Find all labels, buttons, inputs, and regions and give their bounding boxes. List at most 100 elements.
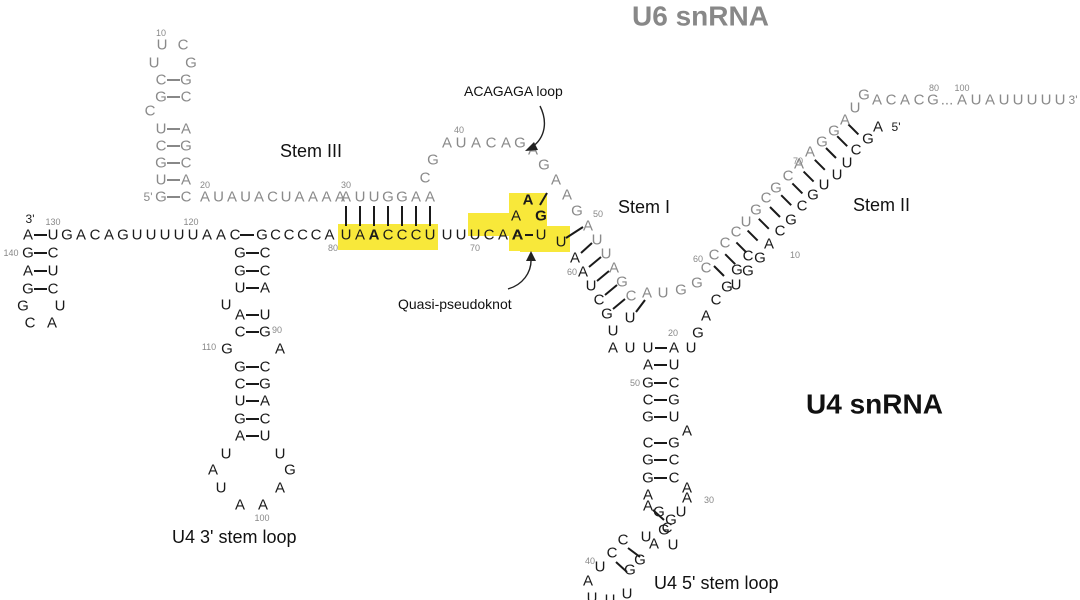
u4-3-stem-nt: C — [260, 263, 271, 280]
u6-stem-ii-nt: C — [709, 247, 720, 264]
u6-hairpin-nt: C — [181, 155, 192, 172]
u4-stem-ii-nt: U — [842, 155, 853, 172]
stem-ii-bond — [724, 253, 736, 265]
u4-stem-iii-nt: C — [411, 227, 422, 244]
u4-5-loop-nt: U — [595, 559, 606, 576]
u6-tail-nt: A — [957, 92, 967, 109]
u4-stem-ii-nt: C — [797, 198, 808, 215]
u6-acagaga-nt: G — [538, 157, 550, 174]
u4-stem-ii-nt: G — [862, 131, 874, 148]
u4-main-nt: C — [90, 227, 101, 244]
u6-stem-ii-nt: C — [701, 260, 712, 277]
u4-stem-ii-nt: A — [701, 308, 711, 325]
u6-stem-ii-nt: A — [805, 144, 815, 161]
u6-linker-nt: C — [267, 189, 278, 206]
u4-number-80: 80 — [328, 243, 338, 253]
u6-hairpin-nt: G — [155, 155, 167, 172]
u6-tail-ellipsis: ... — [941, 92, 954, 109]
highlight-ucaa — [468, 213, 520, 236]
u4-3-stem-nt: A — [275, 341, 285, 358]
u4-stem-iii-nt: C — [397, 227, 408, 244]
u4-stem-ii-nt: A — [764, 236, 774, 253]
u4-5-loop-nt: A — [643, 498, 653, 515]
u6-linker-nt: G — [691, 275, 703, 292]
u4-5-stem-bond — [627, 547, 641, 558]
u4-3-stem-nt: C — [235, 376, 246, 393]
u4-3-stem-nt: U — [275, 446, 286, 463]
u4-stem-i-nt: C — [594, 292, 605, 309]
u6-acagaga-nt: G — [427, 152, 439, 169]
stem-i-label: Stem I — [618, 197, 670, 217]
u6-hairpin-nt: G — [155, 189, 167, 206]
u4-stem-i-nt: G — [601, 306, 613, 323]
u4-3-stem-nt: U — [216, 480, 227, 497]
u6-linker-nt: U — [658, 285, 669, 302]
stem-ii-label: Stem II — [853, 195, 910, 215]
u6-stem-ii-nt: A — [840, 112, 850, 129]
u4-5-stem-nt: U — [676, 504, 687, 521]
u6-stem-i-nt: U — [601, 246, 612, 263]
u6-hairpin-nt: U — [156, 172, 167, 189]
u6-hairpin-nt: G — [180, 72, 192, 89]
u4-stem-i-nt: A — [578, 264, 588, 281]
u4-5-stem-nt: C — [669, 375, 680, 392]
u4-main-nt: U — [132, 227, 143, 244]
u4-5-stem-loop-label: U4 5' stem loop — [654, 573, 779, 593]
u4-3-stem-nt: G — [234, 263, 246, 280]
u6-hairpin-nt: C — [181, 189, 192, 206]
u6-number-20: 20 — [200, 180, 210, 190]
u4-5-loop-nt: A — [649, 536, 659, 553]
u6-hairpin-nt: C — [145, 103, 156, 120]
u6-stem-iii-nt: U — [355, 189, 366, 206]
u4-3-stem-nt: A — [235, 497, 245, 514]
u4-5-loop-nt: C — [618, 532, 629, 549]
u4-gcccca-nt: A — [324, 227, 334, 244]
u4-5-stem-nt: C — [669, 470, 680, 487]
stem-ii-bond — [746, 229, 759, 242]
u6-tail-nt: G — [927, 92, 939, 109]
u4-gcccca-nt: C — [284, 227, 295, 244]
u4-5-stem-nt: A — [682, 490, 692, 507]
u4-5-stem-nt: C — [662, 520, 673, 537]
u4-linker-nt: C — [484, 227, 495, 244]
stem-ii-bond — [758, 218, 770, 230]
u6-stem-i-nt: G — [616, 274, 628, 291]
u4-5-stem-nt: A — [643, 357, 653, 374]
u4-5-loop-nt: G — [658, 522, 670, 539]
u6-number-100: 100 — [954, 83, 969, 93]
u4-3-stem-nt: U — [221, 446, 232, 463]
u4-3-hairpin-nt: C — [48, 281, 59, 298]
u4-main-nt: U — [188, 227, 199, 244]
u4-number-30: 30 — [704, 495, 714, 505]
u4-3-hairpin-nt: U — [48, 227, 59, 244]
u4-5-stem-nt: G — [668, 392, 680, 409]
u4-5-stem-nt: G — [668, 435, 680, 452]
u4-junction-nt: A — [669, 340, 679, 357]
u4-linker-nt: A — [512, 227, 522, 244]
u6-stem-i-nt: U — [592, 232, 603, 249]
u4-gcccca-nt: C — [270, 227, 281, 244]
u6-acagaga-nt: G — [571, 203, 583, 220]
highlights — [338, 193, 570, 252]
u4-3-stem-nt: A — [258, 497, 268, 514]
u4-3-hairpin-nt: U — [55, 298, 66, 315]
u4-number-100: 100 — [254, 513, 269, 523]
u4-stem-ii-nt: G — [807, 187, 819, 204]
u4-3-stem-nt: A — [260, 393, 270, 410]
u6-acagaga-nt: A — [471, 135, 481, 152]
stem-ii-bond — [713, 265, 725, 277]
u4-number-90: 90 — [272, 325, 282, 335]
u4-linker-nt: A — [498, 227, 508, 244]
u4-5-stem-bond — [615, 561, 628, 573]
stem-iii-label: Stem III — [280, 141, 342, 161]
u6-acagaga-nt: A — [501, 135, 511, 152]
u6-stem-iii-nt: G — [382, 189, 394, 206]
u6-tail-nt: A — [900, 92, 910, 109]
u6-stem-ii-nt: G — [828, 123, 840, 140]
u6-stem-ii-nt: C — [731, 224, 742, 241]
u6-tail-nt: U — [1041, 92, 1052, 109]
u4-main-nt: A — [202, 227, 212, 244]
u4-number-130: 130 — [45, 217, 60, 227]
